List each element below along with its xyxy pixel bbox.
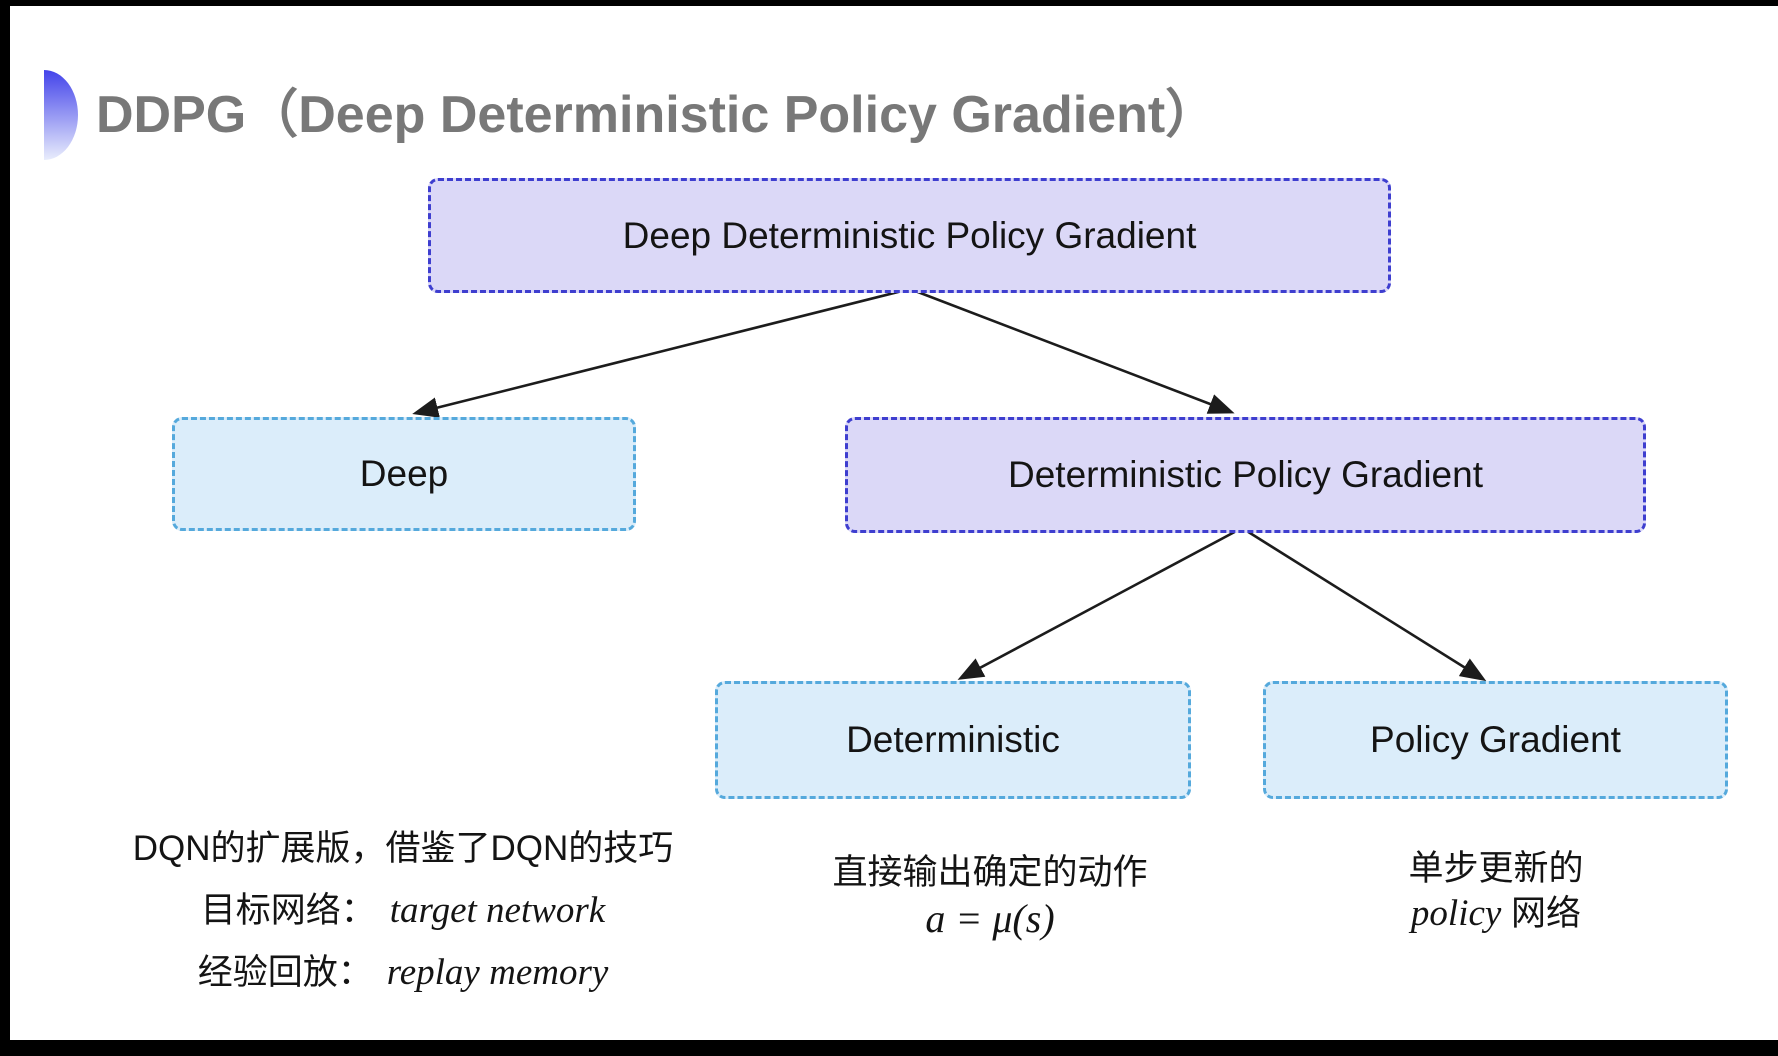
node-policy-gradient-label: Policy Gradient (1370, 719, 1621, 760)
notes-det-line1: 直接输出确定的动作 (832, 853, 1148, 892)
notes-deep: DQN的扩展版，借鉴了DQN的技巧 目标网络： target network 经验… (98, 818, 708, 1004)
notes-det-formula: a = μ(s) (925, 896, 1055, 941)
letterbox-bar-bottom (0, 1040, 1778, 1056)
node-deep-label: Deep (359, 453, 449, 494)
notes-policy-gradient: 单步更新的 policy 网络 (1281, 846, 1711, 936)
node-policy-gradient: Policy Gradient (1263, 681, 1728, 799)
notes-deep-line2: 目标网络： target network (98, 880, 708, 942)
notes-deep-line3: 经验回放： replay memory (98, 942, 708, 1004)
notes-deep-line2-value: target network (389, 890, 606, 931)
notes-deep-line3-label: 经验回放： (197, 953, 373, 992)
notes-pg-line1: 单步更新的 (1408, 849, 1584, 888)
node-deep: Deep (172, 417, 636, 531)
letterbox-bar-top (0, 0, 1778, 6)
notes-deep-line3-value: replay memory (386, 952, 609, 993)
letterbox-bar-left (0, 0, 10, 1056)
node-root-label: Deep Deterministic Policy Gradient (622, 214, 1197, 256)
notes-deep-line2-label: 目标网络： (200, 891, 376, 930)
notes-deep-line1: DQN的扩展版，借鉴了DQN的技巧 (132, 829, 674, 868)
notes-deterministic: 直接输出确定的动作 a = μ(s) (775, 850, 1205, 942)
notes-pg-line2-rest: 网络 (1501, 894, 1582, 933)
node-deterministic-label: Deterministic (846, 719, 1060, 760)
notes-pg-line2: policy 网络 (1281, 891, 1711, 936)
node-deterministic-policy-gradient: Deterministic Policy Gradient (845, 417, 1646, 533)
node-deep-deterministic-policy-gradient: Deep Deterministic Policy Gradient (428, 178, 1391, 293)
node-deterministic: Deterministic (715, 681, 1191, 799)
page-title: DDPG（Deep Deterministic Policy Gradient） (96, 86, 1218, 144)
node-dpg-label: Deterministic Policy Gradient (1008, 454, 1483, 495)
notes-pg-line2-italic: policy (1410, 893, 1502, 934)
